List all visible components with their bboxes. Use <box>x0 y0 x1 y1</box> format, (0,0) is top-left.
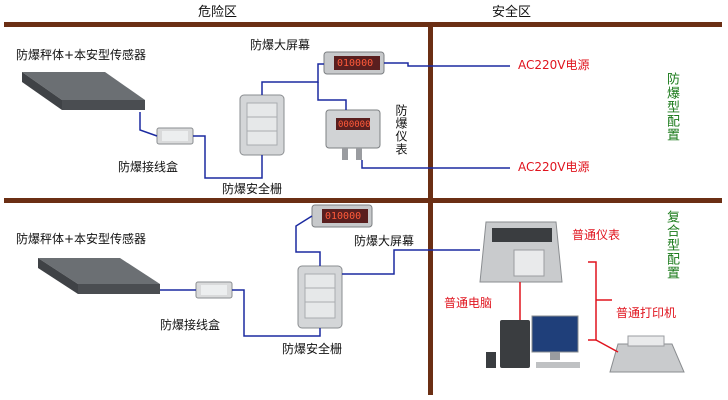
top-big-display-icon <box>323 51 385 75</box>
top-big-display-label: 防爆大屏幕 <box>250 38 311 52</box>
bottom-barrier-label: 防爆安全栅 <box>282 342 343 356</box>
top-divider-bar <box>4 22 722 27</box>
top-big-display-reading: 010000 <box>337 58 374 69</box>
top-barrier-icon <box>239 94 285 156</box>
top-instrument-icon <box>325 109 381 160</box>
ordinary-instrument-label: 普通仪表 <box>572 228 621 242</box>
ordinary-computer-label: 普通电脑 <box>444 296 493 310</box>
top-power-label-1: AC220V电源 <box>518 58 590 72</box>
top-junction-label: 防爆接线盒 <box>118 160 179 174</box>
bottom-big-display-label: 防爆大屏幕 <box>354 234 415 248</box>
bottom-platform-label: 防爆秤体+本安型传感器 <box>16 232 147 246</box>
top-platform-scale-icon <box>22 72 145 110</box>
ordinary-printer-icon <box>609 335 685 373</box>
bottom-barrier-icon <box>297 265 343 329</box>
ordinary-printer-label: 普通打印机 <box>616 306 677 320</box>
ordinary-instrument-icon <box>479 221 563 283</box>
top-platform-label: 防爆秤体+本安型传感器 <box>16 48 147 62</box>
bottom-platform-scale-icon <box>38 258 160 294</box>
zone-divider-vertical <box>428 27 433 395</box>
top-config-label: 防爆型配置 <box>664 72 679 142</box>
safe-zone-label: 安全区 <box>492 5 532 20</box>
top-instrument-reading: 000000 <box>338 120 371 130</box>
middle-divider-bar <box>4 198 722 203</box>
bottom-config-label: 复合型配置 <box>664 210 679 280</box>
top-instrument-label: 防爆仪表 <box>394 104 408 156</box>
bottom-big-display-reading: 010000 <box>325 211 362 222</box>
top-barrier-label: 防爆安全栅 <box>222 182 283 196</box>
bottom-junction-box-icon <box>195 281 233 299</box>
bottom-junction-label: 防爆接线盒 <box>160 318 221 332</box>
top-power-label-2: AC220V电源 <box>518 160 590 174</box>
top-junction-box-icon <box>156 127 194 145</box>
ordinary-computer-icon <box>486 315 580 368</box>
danger-zone-label: 危险区 <box>198 5 238 20</box>
